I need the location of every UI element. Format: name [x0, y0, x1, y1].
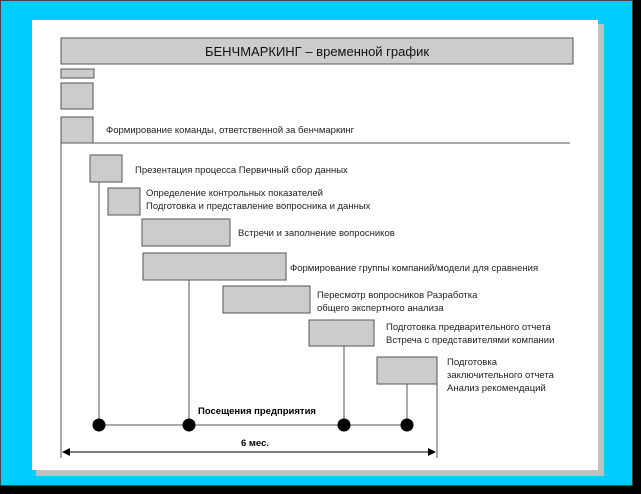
- task-label: Формирование команды, ответственной за б…: [106, 125, 355, 136]
- task-label: Пересмотр вопросников Разработка: [317, 290, 478, 301]
- visit-dot: [92, 418, 106, 432]
- task-label: Подготовка: [447, 357, 498, 368]
- sheet: [32, 20, 598, 470]
- bar-presentation: [89, 154, 123, 183]
- bar-meetings: [141, 218, 231, 247]
- title-box: [60, 37, 574, 65]
- task-label: Определение контрольных показателей: [146, 188, 323, 199]
- task-label: Презентация процесса Первичный сбор данн…: [135, 165, 348, 176]
- visit-dot: [182, 418, 196, 432]
- bar-team: [60, 116, 94, 144]
- bar-review: [222, 285, 311, 314]
- duration-label: 6 мес.: [241, 438, 269, 449]
- task-label: Встречи и заполнение вопросников: [238, 228, 395, 239]
- bar-2: [60, 82, 94, 110]
- bar-prelim-report: [308, 319, 375, 347]
- task-label: заключительного отчета: [447, 370, 555, 381]
- bar-indicators: [107, 187, 141, 216]
- bar-final-report: [376, 356, 438, 385]
- visits-label: Посещения предприятия: [198, 406, 316, 417]
- visit-dot: [337, 418, 351, 432]
- bar-group: [142, 252, 287, 281]
- bar-small: [60, 68, 95, 79]
- task-label: Подготовка предварительного отчета: [386, 322, 552, 333]
- diagram-title: БЕНЧМАРКИНГ – временной график: [205, 44, 429, 59]
- visit-dot: [400, 418, 414, 432]
- task-label: общего экспертного анализа: [317, 303, 444, 314]
- task-label: Встреча с представителями компании: [386, 335, 554, 346]
- task-label: Анализ рекомендаций: [447, 383, 546, 394]
- task-label: Подготовка и представление вопросника и …: [146, 201, 371, 212]
- task-label: Формирование группы компаний/модели для …: [290, 263, 538, 274]
